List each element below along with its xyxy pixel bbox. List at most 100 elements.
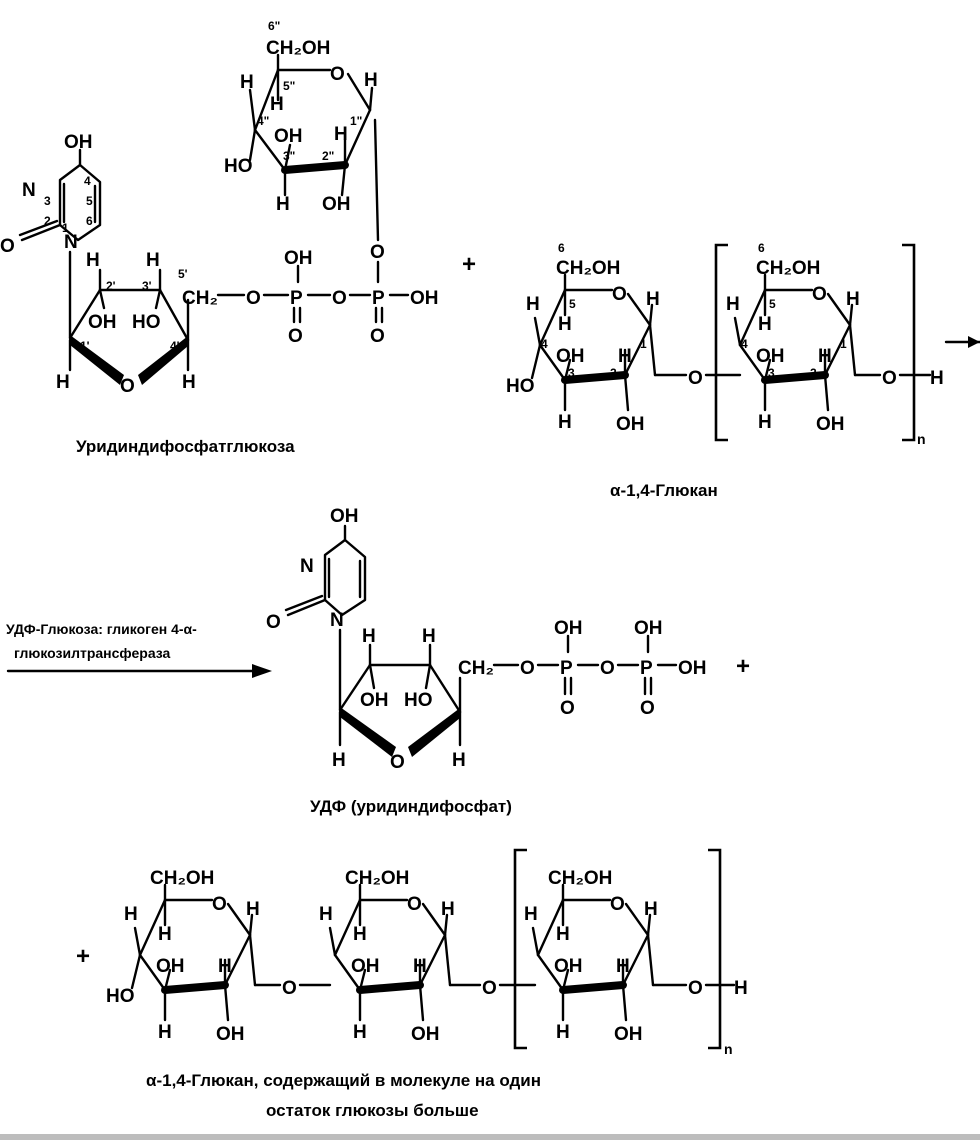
enzyme-name-line1: УДФ-Глюкоза: гликоген 4-α- (6, 621, 197, 637)
g2-h-1: H (846, 289, 860, 310)
uracil-oh-label: OH (64, 132, 93, 153)
p1-h-1: H (246, 899, 260, 920)
product-residue-3: O CH₂OH H H OH H H OH H O H (524, 868, 748, 1045)
g2-h-5: H (758, 314, 772, 335)
ribose2-oh-2: OH (360, 690, 389, 711)
p2-h-3: H (353, 1022, 367, 1043)
ribose2-ho-3: HO (404, 690, 433, 711)
continue-arrow-head (968, 336, 980, 348)
uracil-num-1: 1 (62, 221, 69, 235)
p1-h-3: H (158, 1022, 172, 1043)
g2-h-3: H (758, 412, 772, 433)
ribose-ring-2: O H H OH HO H H (332, 626, 466, 773)
udp-p2-o: O (640, 698, 655, 719)
ribose-h-3: H (146, 250, 160, 271)
uracil2-o-label: O (266, 612, 281, 633)
g2-h-4: H (726, 294, 740, 315)
udpg-num-5: 5" (283, 79, 295, 93)
g2-oh-3: OH (756, 346, 785, 367)
p1-h-4: H (124, 904, 138, 925)
g2-num-1: 1 (840, 337, 847, 351)
g2-num-6: 6 (758, 241, 765, 255)
uracil-num-2: 2 (44, 214, 51, 228)
p3-ring-o: O (610, 894, 625, 915)
ribose2-h-4: H (452, 750, 466, 771)
g1-h-5: H (558, 314, 572, 335)
uracil2-n1-label: N (330, 610, 344, 631)
g1-ho-4: HO (506, 376, 535, 397)
udpg-ring-o: O (330, 64, 345, 85)
reaction-arrow-head (252, 664, 272, 678)
product-residue-1: O CH₂OH H H HO OH H H OH H O (106, 868, 332, 1045)
ribose-ring-1: O H H OH HO H H 1' 2' 3' 4' 5' (56, 250, 196, 397)
plus-sign-3: + (76, 943, 90, 970)
udp-p1-o: O (560, 698, 575, 719)
uracil-num-3: 3 (44, 194, 51, 208)
glucan-residue-2: O CH₂OH 6 H H OH H H OH H 5 4 3 (726, 241, 944, 435)
ribose-num-2p: 2' (106, 279, 116, 293)
udpg-num-4: 4" (257, 114, 269, 128)
glucan-n-subscript: n (917, 431, 926, 447)
g1-oh-3: OH (556, 346, 585, 367)
ester-o-1: O (246, 288, 261, 309)
g1-num-1: 1 (640, 337, 647, 351)
diphosphate-chain-2: CH₂ O P OH O O P OH O OH (458, 618, 707, 719)
glucan-caption: α-1,4-Глюкан (610, 481, 718, 500)
udpg-num-3: 3" (283, 149, 295, 163)
plus-sign-2: + (736, 653, 750, 680)
udpg-num-1: 1" (350, 114, 362, 128)
udpg-oh-3: OH (274, 126, 303, 147)
ribose-h-4: H (182, 372, 196, 393)
g2-h-2: H (818, 346, 832, 367)
uracil-num-6: 6 (86, 214, 93, 228)
udpg-h-5: H (270, 94, 284, 115)
udpg-num-2: 2" (322, 149, 334, 163)
p2-oh: OH (410, 288, 439, 309)
product-caption-line1: α-1,4-Глюкан, содержащий в молекуле на о… (146, 1071, 541, 1090)
uracil-n1-label: N (64, 232, 78, 253)
bridge-o: O (332, 288, 347, 309)
ribose-o-label: O (120, 376, 135, 397)
glucan-residue-1: O CH₂OH 6 H H HO OH H H OH H 5 (506, 241, 742, 435)
p2-h-4: H (319, 904, 333, 925)
product-caption-line2: остаток глюкозы больше (266, 1101, 479, 1120)
ribose-oh-2: OH (88, 312, 117, 333)
g1-num-4: 4 (541, 337, 548, 351)
g2-oh-2: OH (816, 414, 845, 435)
g1-ch2oh: CH₂OH (556, 258, 620, 279)
ribose2-h-2: H (362, 626, 376, 647)
ribose-ho-3: HO (132, 312, 161, 333)
p1-oh-3: OH (156, 956, 185, 977)
p1-oh: OH (284, 248, 313, 269)
ribose2-h-3: H (422, 626, 436, 647)
g1-h-2: H (618, 346, 632, 367)
udpg-glucose-ring: O CH₂OH 6" H H HO OH H H OH H 5" (224, 19, 378, 215)
ribose-h-2: H (86, 250, 100, 271)
g2-num-3: 3 (768, 366, 775, 380)
uracil2-n3-label: N (300, 556, 314, 577)
g1-num-5: 5 (569, 297, 576, 311)
product-glucan-molecule: O CH₂OH H H HO OH H H OH H O (106, 848, 748, 1120)
uracil-ring-2: OH N O N (266, 506, 367, 633)
udp-p2-oh-top: OH (634, 618, 663, 639)
g1-oh-2: OH (616, 414, 645, 435)
p3-oh-3: OH (554, 956, 583, 977)
p2-h-1: H (441, 899, 455, 920)
g2-num-5: 5 (769, 297, 776, 311)
glycosidic-o-link: O (370, 242, 385, 263)
p3-h-4: H (524, 904, 538, 925)
udp-molecule: OH N O N O H H OH HO H H (266, 506, 750, 816)
p2-h-2: H (413, 956, 427, 977)
udp-p1-oh: OH (554, 618, 583, 639)
g2-ch2oh: CH₂OH (756, 258, 820, 279)
udp-glucose-molecule: OH N O N 4 3 2 1 5 6 O H (0, 19, 439, 456)
p2-o-double: O (370, 326, 385, 347)
ribose-num-5p: 5' (178, 267, 188, 281)
g1-num-6: 6 (558, 241, 565, 255)
g1-h-1: H (646, 289, 660, 310)
udpg-h-1: H (364, 70, 378, 91)
uracil2-oh-label: OH (330, 506, 359, 527)
ribose2-o-label: O (390, 752, 405, 773)
g-glycosidic-o: O (688, 368, 703, 389)
p2-glycosidic-o: O (482, 978, 497, 999)
